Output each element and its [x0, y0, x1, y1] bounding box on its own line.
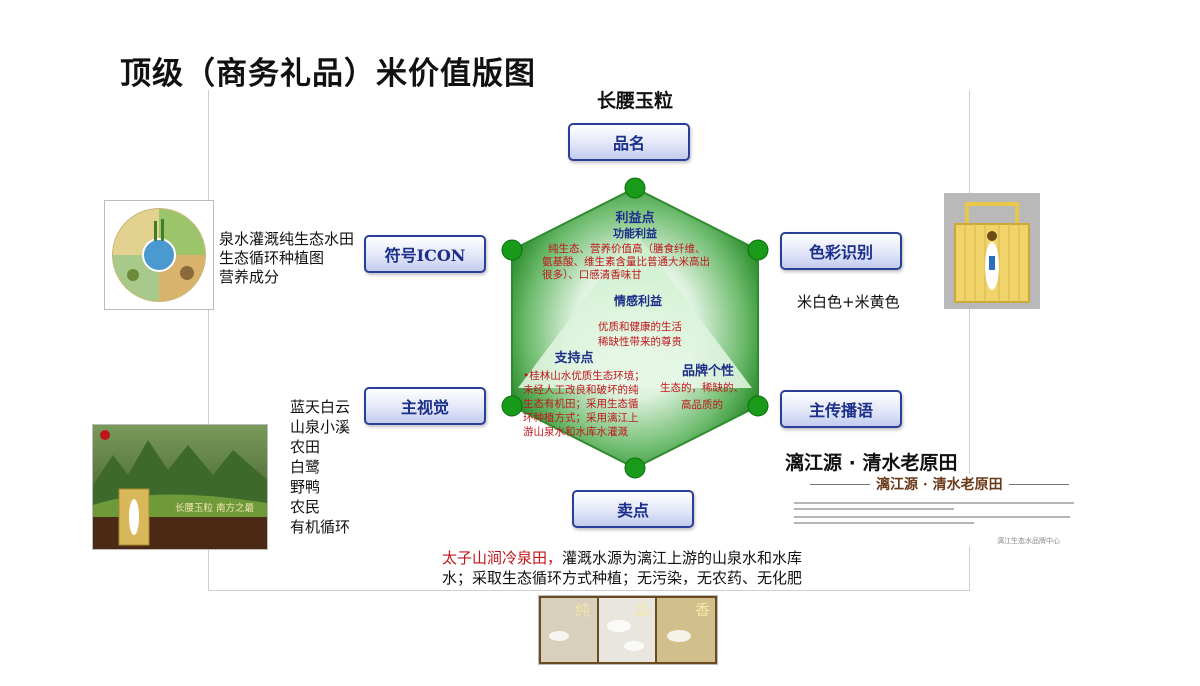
selling-description: 太子山涧冷泉田，灌溉水源为漓江上游的山泉水和水库 水；采取生态循环方式种植；无污…	[442, 548, 802, 588]
eco-cycle-icon	[112, 208, 206, 302]
rice-label-pure: 纯	[575, 601, 591, 619]
poster-image: 长腰玉粒 南方之最	[92, 424, 268, 550]
visual-item: 白鹭	[290, 458, 321, 476]
visual-item: 山泉小溪	[290, 418, 351, 436]
emotional-line-2: 稀缺性带来的尊贵	[598, 335, 682, 348]
functional-line-3: 很多）、口感清香味甘	[542, 268, 642, 281]
hex-dot-bottom	[624, 457, 646, 479]
hex-dot-top	[624, 177, 646, 199]
slogan-card-footer: 漓江生态水品牌中心	[997, 537, 1060, 545]
support-line-5: 游山泉水和水库水灌溉	[523, 425, 628, 438]
gift-box-image	[944, 193, 1040, 309]
inner-triangle	[518, 232, 752, 388]
support-line-1: •桂林山水优质生态环境；	[523, 369, 645, 382]
benefit-title: 利益点	[615, 210, 654, 226]
visual-item: 有机循环	[290, 518, 351, 536]
rice-strip-art	[539, 596, 717, 664]
personality-title: 品牌个性	[682, 363, 734, 379]
slogan-card: 漓江源 · 清水老原田 漓江生态水品牌中心	[790, 474, 1090, 546]
page-title: 顶级（商务礼品）米价值版图	[120, 56, 536, 92]
hexagon-diagram: 利益点 功能利益 纯生态、营养价值高（膳食纤维、 氨基酸、维生素含量比普通大米高…	[501, 177, 769, 479]
slogan-card-title: 漓江源 · 清水老原田	[876, 477, 1003, 493]
poster-title: 长腰玉粒 南方之最	[175, 503, 255, 514]
node-slogan[interactable]: 主传播语	[780, 390, 902, 428]
node-selling-point[interactable]: 卖点	[572, 490, 694, 528]
card-rule-right	[1008, 483, 1069, 485]
product-name: 长腰玉粒	[596, 90, 673, 112]
emotional-line-1: 优质和健康的生活	[598, 320, 682, 333]
support-line-3: 生态有机田；采用生态循	[523, 397, 639, 410]
selling-line-2: 水；采取生态循环方式种植；无污染，无农药、无化肥	[442, 569, 803, 587]
symbol-description: 泉水灌溉纯生态水田 生态循环种植图 营养成分	[219, 230, 354, 287]
card-fine-print	[794, 502, 1074, 524]
node-color-id[interactable]: 色彩识别	[780, 232, 902, 270]
symbol-line-3: 营养成分	[219, 268, 280, 286]
hex-dot-bottom-right	[747, 395, 769, 417]
personality-line-1: 生态的，稀缺的、	[660, 381, 744, 394]
hex-dot-bottom-left	[501, 395, 523, 417]
selling-rest: 灌溉水源为漓江上游的山泉水和水库	[562, 549, 803, 567]
emotional-title: 情感利益	[614, 293, 662, 308]
support-line-2: 未经人工改良和破坏的纯	[523, 383, 639, 396]
visual-list: 蓝天白云 山泉小溪 农田 白鹭 野鸭 农民 有机循环	[290, 397, 350, 537]
visual-item: 农田	[290, 438, 321, 456]
hex-dot-top-left	[501, 239, 523, 261]
card-rule-left	[810, 483, 870, 485]
frame-border	[208, 90, 970, 591]
visual-item: 野鸭	[290, 478, 321, 496]
node-brand-name[interactable]: 品名	[568, 123, 690, 161]
node-symbol-icon[interactable]: 符号ICON	[364, 235, 486, 273]
selling-highlight: 太子山涧冷泉田，	[442, 549, 563, 567]
hex-dot-top-right	[747, 239, 769, 261]
functional-title: 功能利益	[613, 226, 657, 240]
functional-line-1: 纯生态、营养价值高（膳食纤维、	[548, 242, 706, 255]
visual-item: 蓝天白云	[290, 398, 351, 416]
bamboo-box-icon	[945, 194, 1039, 308]
functional-line-2: 氨基酸、维生素含量比普通大米高出	[542, 255, 710, 268]
color-description: 米白色+米黄色	[797, 293, 900, 311]
support-title: 支持点	[553, 350, 593, 366]
rice-strip-image: 纯 晶 香	[538, 595, 718, 665]
personality-line-2: 高品质的	[681, 398, 723, 411]
poster-art	[93, 425, 267, 549]
node-main-visual[interactable]: 主视觉	[364, 387, 486, 425]
visual-item: 农民	[290, 498, 321, 516]
rice-label-crystal: 晶	[635, 601, 651, 619]
symbol-line-1: 泉水灌溉纯生态水田	[219, 230, 355, 248]
slogan-text: 漓江源 · 清水老原田	[785, 452, 958, 474]
support-line-4: 环种植方式；采用漓江上	[523, 411, 639, 424]
rice-label-fragrant: 香	[695, 601, 711, 619]
eco-cycle-image	[104, 200, 214, 310]
symbol-line-2: 生态循环种植图	[219, 249, 325, 267]
